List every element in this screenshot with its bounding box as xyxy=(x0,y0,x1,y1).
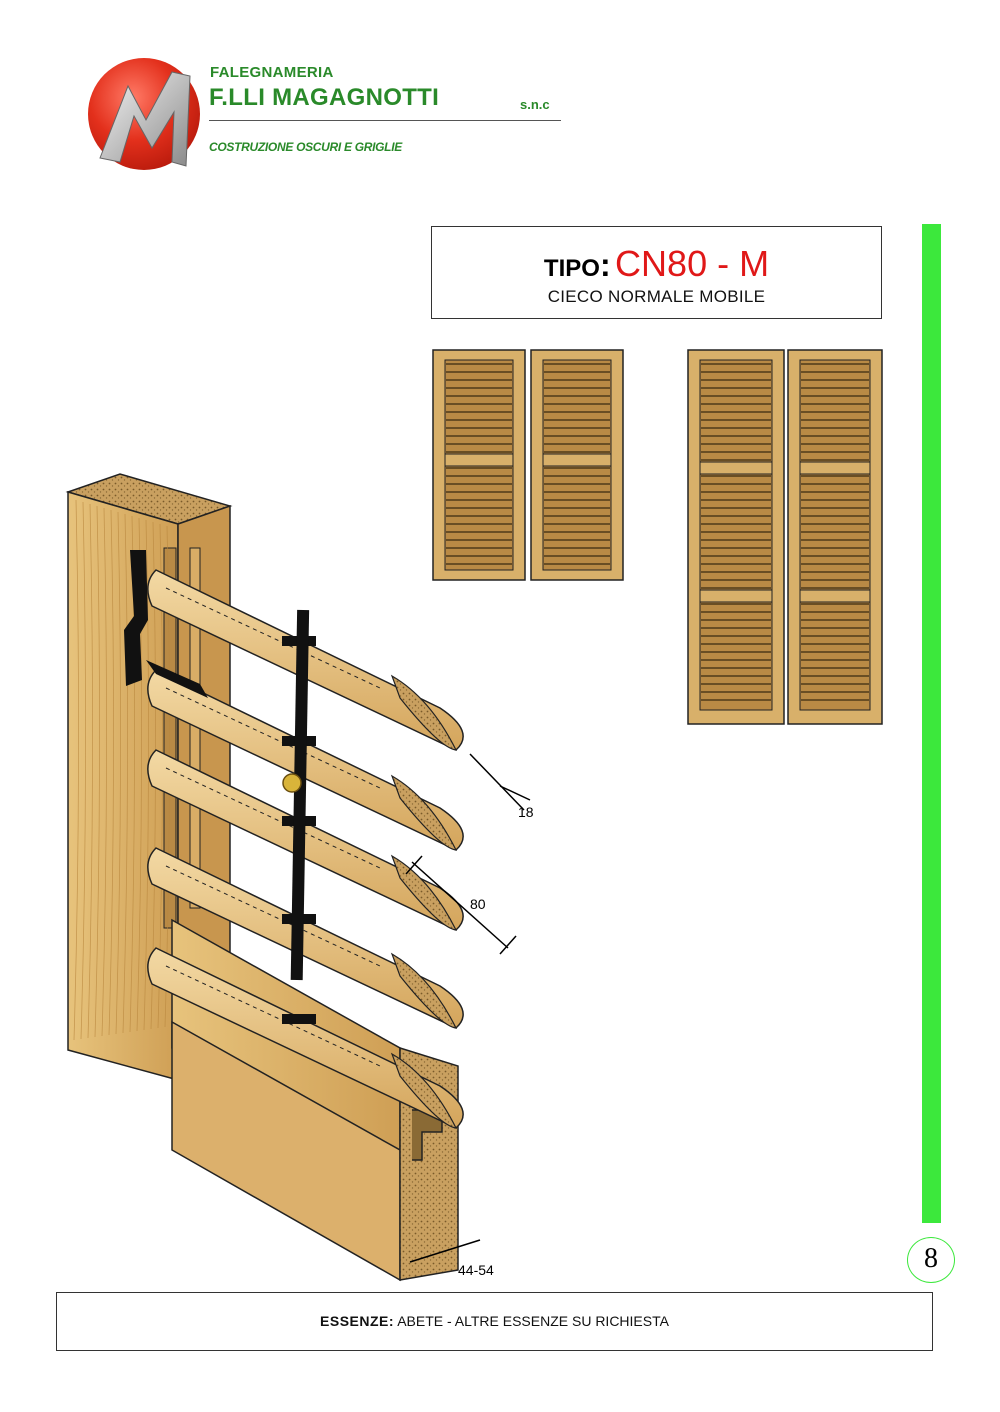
shutter-two-panel-illustration xyxy=(432,349,624,581)
tipo-label: TIPO xyxy=(543,255,600,282)
shutter-leaf xyxy=(530,349,624,581)
louvre-slat xyxy=(147,947,464,1129)
product-description: CIECO NORMALE MOBILE xyxy=(547,287,766,306)
product-title-line: TIPO: CN80 - M xyxy=(432,243,881,285)
species-text: ABETE - ALTRE ESSENZE SU RICHIESTA xyxy=(397,1313,669,1329)
page-number: 8 xyxy=(924,1243,938,1274)
species-line: ESSENZE: ABETE - ALTRE ESSENZE SU RICHIE… xyxy=(57,1313,932,1329)
louvre-slat xyxy=(147,847,464,1029)
company-name-line1: FALEGNAMERIA xyxy=(210,64,334,81)
species-footer-box: ESSENZE: ABETE - ALTRE ESSENZE SU RICHIE… xyxy=(56,1292,933,1351)
product-code: CN80 - M xyxy=(615,243,770,284)
dimension-label-slat-thickness: 18 xyxy=(518,804,534,820)
accent-side-bar xyxy=(922,224,941,1223)
header-divider xyxy=(209,120,561,121)
company-logo-icon xyxy=(88,58,200,170)
page-number-badge xyxy=(907,1237,955,1283)
company-suffix: s.n.c xyxy=(520,97,550,112)
shutter-leaf xyxy=(787,349,883,725)
shutter-tall-illustration xyxy=(687,349,883,725)
dimension-lines xyxy=(405,753,531,1263)
louvre-section-drawing xyxy=(65,473,531,1282)
company-name: F.LLI MAGAGNOTTI xyxy=(209,84,440,111)
shutter-leaf xyxy=(432,349,526,581)
shutter-leaf xyxy=(687,349,785,725)
tipo-colon: : xyxy=(599,247,611,283)
dimension-label-slat-width: 80 xyxy=(470,896,486,912)
species-label: ESSENZE: xyxy=(320,1313,395,1329)
product-title-box: TIPO: CN80 - M CIECO NORMALE MOBILE xyxy=(431,226,882,319)
knob-icon xyxy=(282,773,302,793)
company-tagline: COSTRUZIONE OSCURI E GRIGLIE xyxy=(209,140,402,154)
dimension-label-frame-thickness: 44-54 xyxy=(458,1262,494,1278)
